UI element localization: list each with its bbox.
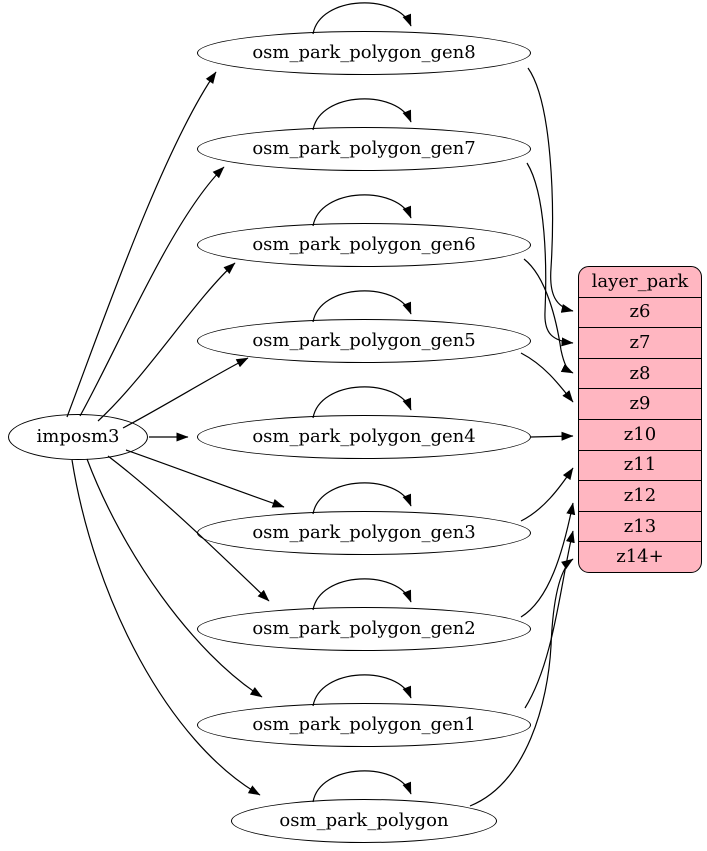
edge-imposm3-gen8	[66, 71, 217, 418]
edge-gen2-z12	[520, 502, 576, 618]
edge-gen4-z10	[530, 431, 574, 441]
edge-gen1-z13	[524, 530, 575, 709]
record-row-z12: z12	[579, 480, 701, 511]
edge-gen7-z7	[526, 162, 574, 347]
node-label: imposm3	[36, 426, 120, 447]
edge-imposm3-gen3	[125, 449, 285, 508]
node-layer-park: layer_park z6 z7 z8 z9 z10 z11 z12 z13 z…	[578, 266, 702, 573]
node-label: osm_park_polygon_gen1	[252, 714, 476, 735]
edge-gen3-z11	[520, 467, 574, 522]
edge-polygon-z14	[469, 558, 574, 807]
record-row-z6: z6	[579, 296, 701, 328]
node-label: osm_park_polygon_gen3	[252, 522, 476, 543]
self-loop-gen6	[312, 194, 412, 227]
self-loop-gen7	[312, 98, 412, 131]
record-row-z9: z9	[579, 388, 701, 419]
self-loop-gen2	[312, 578, 412, 611]
edge-imposm3-gen7	[79, 166, 225, 417]
node-osm-park-polygon-gen4: osm_park_polygon_gen4	[197, 415, 531, 459]
self-loop-gen3	[312, 482, 412, 515]
node-osm-park-polygon-gen7: osm_park_polygon_gen7	[197, 127, 531, 171]
node-imposm3: imposm3	[8, 414, 148, 460]
node-label: osm_park_polygon_gen4	[252, 426, 476, 447]
node-label: osm_park_polygon_gen6	[252, 234, 476, 255]
node-osm-park-polygon-gen2: osm_park_polygon_gen2	[197, 607, 531, 651]
node-osm-park-polygon: osm_park_polygon	[231, 799, 497, 843]
record-row-z14: z14+	[579, 541, 701, 572]
node-osm-park-polygon-gen8: osm_park_polygon_gen8	[197, 31, 531, 75]
node-label: osm_park_polygon_gen5	[252, 330, 476, 351]
self-loop-gen1	[312, 674, 412, 707]
record-row-z7: z7	[579, 327, 701, 358]
record-title: layer_park	[591, 270, 689, 292]
node-label: osm_park_polygon	[279, 810, 449, 831]
record-row-z11: z11	[579, 449, 701, 481]
node-osm-park-polygon-gen1: osm_park_polygon_gen1	[197, 703, 531, 747]
node-label: osm_park_polygon_gen7	[252, 138, 476, 159]
node-osm-park-polygon-gen6: osm_park_polygon_gen6	[197, 223, 531, 267]
record-row-z8: z8	[579, 357, 701, 389]
record-row-z10: z10	[579, 418, 701, 450]
edge-gen8-z6	[527, 67, 574, 313]
edge-gen5-z9	[520, 352, 574, 403]
record-row-z13: z13	[579, 510, 701, 542]
edge-gen6-z8	[523, 258, 574, 374]
self-loop-gen8	[312, 2, 412, 35]
node-label: osm_park_polygon_gen2	[252, 618, 476, 639]
node-osm-park-polygon-gen3: osm_park_polygon_gen3	[197, 511, 531, 555]
node-label: osm_park_polygon_gen8	[252, 42, 476, 63]
node-osm-park-polygon-gen5: osm_park_polygon_gen5	[197, 319, 531, 363]
self-loop-polygon	[312, 770, 412, 803]
self-loop-gen5	[312, 290, 412, 323]
self-loop-gen4	[312, 386, 412, 419]
edge-imposm3-gen1	[86, 458, 263, 698]
edge-imposm3-gen5	[122, 357, 249, 429]
